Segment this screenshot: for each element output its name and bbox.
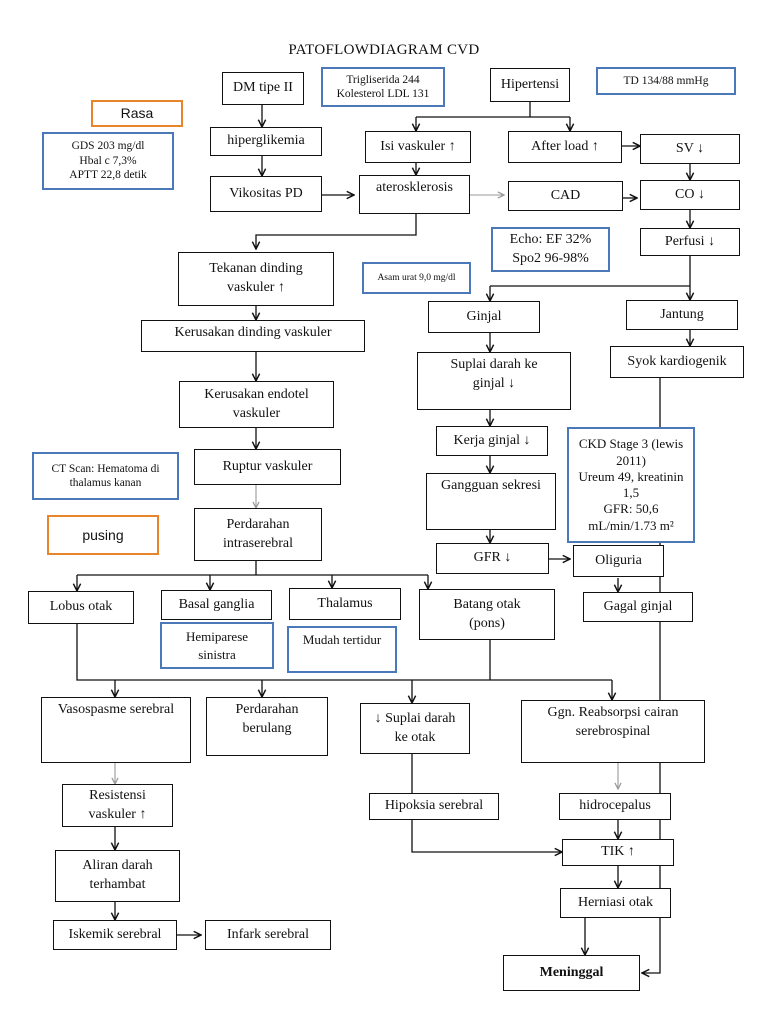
after-load-box: After load ↑ (508, 131, 622, 163)
perdarahan-berulang-box: Perdarahan berulang (206, 697, 328, 756)
perfusi-box: Perfusi ↓ (640, 228, 740, 256)
ginjal-box: Ginjal (428, 301, 540, 333)
echo-lab-box: Echo: EF 32% Spo2 96-98% (491, 227, 610, 272)
gfr-box: GFR ↓ (436, 543, 549, 574)
hipoksia-box: Hipoksia serebral (369, 793, 499, 820)
syok-kardiogenik-box: Syok kardiogenik (610, 346, 744, 378)
gangguan-sekresi-box: Gangguan sekresi (426, 473, 556, 530)
gds-lab-box: GDS 203 mg/dl Hbal c 7,3% APTT 22,8 deti… (42, 132, 174, 190)
kerusakan-dinding-box: Kerusakan dinding vaskuler (141, 320, 365, 352)
lipid-lab-box: Trigliserida 244 Kolesterol LDL 131 (321, 67, 445, 107)
infark-box: Infark serebral (205, 920, 331, 950)
line-hipertensi-split (415, 102, 571, 130)
aterosklerosis-box: aterosklerosis (359, 175, 470, 214)
oliguria-box: Oliguria (573, 545, 664, 577)
diagram-title: PATOFLOWDIAGRAM CVD (288, 42, 480, 58)
vikositas-box: Vikositas PD (210, 176, 322, 212)
line-perdarahan-split (77, 561, 428, 576)
ggn-reabsorpsi-box: Ggn. Reabsorpsi cairan serebrospinal (521, 700, 705, 763)
basal-ganglia-box: Basal ganglia (161, 590, 272, 620)
meninggal-box: Meninggal (503, 955, 640, 991)
perdarahan-intraserebral-box: Perdarahan intraserebral (194, 508, 322, 561)
line-perfusi-split (490, 256, 691, 287)
sv-box: SV ↓ (640, 134, 740, 164)
tik-box: TIK ↑ (562, 839, 674, 866)
batang-otak-box: Batang otak (pons) (419, 589, 555, 640)
jantung-box: Jantung (626, 300, 738, 330)
aliran-darah-box: Aliran darah terhambat (55, 850, 180, 902)
mudah-tertidur-lab-box: Mudah tertidur (287, 626, 397, 673)
vasospasme-box: Vasospasme serebral (41, 697, 191, 763)
asam-urat-lab-box: Asam urat 9,0 mg/dl (362, 262, 471, 294)
herniasi-box: Herniasi otak (560, 888, 671, 918)
tekanan-dinding-box: Tekanan dinding vaskuler ↑ (178, 252, 334, 306)
thalamus-box: Thalamus (289, 588, 401, 620)
kerja-ginjal-box: Kerja ginjal ↓ (436, 426, 548, 456)
hidrocepalus-box: hidrocepalus (559, 793, 671, 820)
gagal-ginjal-box: Gagal ginjal (583, 592, 693, 622)
hemiparese-lab-box: Hemiparese sinistra (160, 622, 274, 669)
suplai-ginjal-box: Suplai darah ke ginjal ↓ (417, 352, 571, 410)
resistensi-box: Resistensi vaskuler ↑ (62, 784, 173, 827)
ruptur-vaskuler-box: Ruptur vaskuler (194, 449, 341, 485)
iskemik-box: Iskemik serebral (53, 920, 177, 950)
cad-box: CAD (508, 181, 623, 211)
kerusakan-endotel-box: Kerusakan endotel vaskuler (179, 381, 334, 428)
arrow-hipoksia-tik (411, 820, 562, 852)
pusing-symptom-box: pusing (47, 515, 159, 555)
ct-scan-lab-box: CT Scan: Hematoma di thalamus kanan (32, 452, 179, 500)
rasa-symptom-box: Rasa (91, 100, 183, 127)
suplai-otak-box: ↓ Suplai darah ke otak (360, 703, 470, 754)
line-lower-split (76, 624, 612, 681)
co-box: CO ↓ (640, 180, 740, 210)
lobus-otak-box: Lobus otak (28, 591, 134, 624)
hipertensi-box: Hipertensi (490, 68, 570, 102)
arrow-ateros-tekanan (256, 214, 417, 249)
ckd-lab-box: CKD Stage 3 (lewis 2011) Ureum 49, kreat… (567, 427, 695, 543)
hiperglikemia-box: hiperglikemia (210, 127, 322, 156)
dm-tipe-ii-box: DM tipe II (222, 72, 304, 105)
isi-vaskuler-box: Isi vaskuler ↑ (365, 131, 471, 163)
td-lab-box: TD 134/88 mmHg (596, 67, 736, 95)
